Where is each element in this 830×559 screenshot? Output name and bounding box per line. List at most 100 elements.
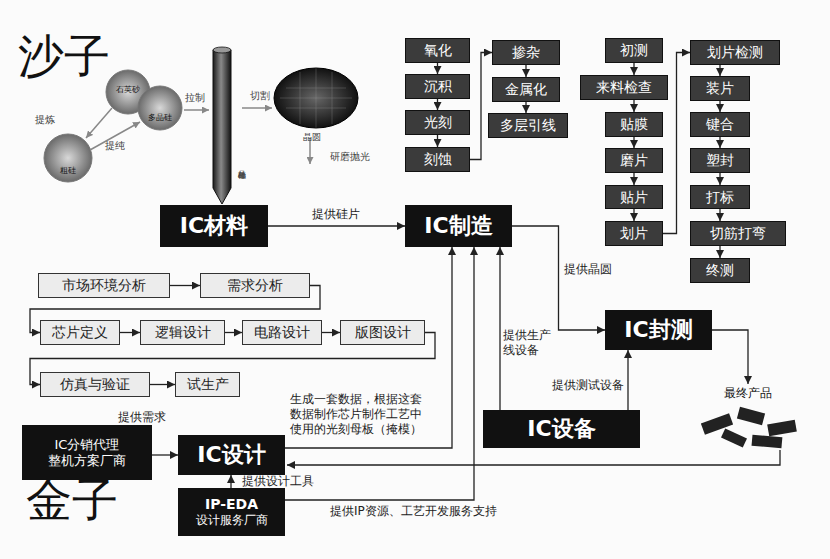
heading-word: 金子 (22, 478, 122, 524)
connector (633, 137, 634, 148)
node-text: 贴片 (620, 189, 648, 206)
chip-image (737, 407, 765, 425)
heading-word: 沙子 (14, 34, 114, 80)
chip-image (721, 428, 747, 447)
wafer-image (274, 68, 358, 128)
node-text: 装片 (706, 80, 734, 97)
design-step: 试生产 (175, 372, 240, 397)
node-text: IC制造 (424, 213, 492, 239)
caption-text: 提纯 (100, 140, 130, 153)
connector (437, 63, 438, 74)
node-text: 芯片定义 (52, 324, 108, 341)
connector (512, 226, 605, 330)
node-text: 初测 (620, 42, 648, 59)
connector (633, 173, 634, 185)
process-step: 终测 (690, 258, 750, 283)
chip-image (752, 435, 783, 449)
product-chips (701, 407, 797, 448)
connector (719, 209, 720, 221)
feedback-line (287, 450, 780, 465)
stage-box: IC设备 (483, 410, 640, 448)
process-step: 贴膜 (605, 112, 663, 137)
node-text: 光刻 (424, 114, 452, 131)
connector (170, 285, 200, 286)
stage-box: IC封测 (605, 310, 712, 350)
process-step: 沉积 (405, 74, 470, 99)
node-text: 需求分析 (227, 277, 283, 294)
edge-label: 提供需求 (110, 410, 174, 425)
process-step: 键合 (690, 112, 750, 137)
process-arrow (184, 109, 209, 111)
caption-text: 提炼 (30, 114, 60, 127)
edge-label: 提供设计工具 (242, 474, 332, 489)
wafer-grid (280, 68, 352, 128)
process-step: 磨片 (605, 148, 663, 173)
connector (719, 173, 720, 185)
connector (470, 53, 492, 160)
connector (285, 247, 452, 448)
process-step: 打标 (690, 185, 750, 209)
stage-box: IC制造 (405, 205, 512, 247)
node-text: 市场环境分析 (62, 277, 146, 294)
design-step: 芯片定义 (40, 320, 120, 345)
connector (120, 332, 140, 333)
design-step: 仿真与验证 (40, 372, 150, 397)
edge-label: 提供生产 线设备 (503, 328, 555, 358)
partner-box: IP-EDA设计服务厂商 (178, 488, 285, 536)
edge-label: 提供晶圆 (564, 262, 624, 277)
caption-text: 切割 (245, 90, 275, 103)
stage-box: IC材料 (160, 205, 268, 247)
process-step: 切筋打弯 (690, 221, 786, 246)
caption-text: 研磨抛光 (320, 151, 380, 164)
connector (285, 247, 474, 500)
node-text: 刻蚀 (424, 151, 452, 168)
node-text: 磨片 (620, 152, 648, 169)
node-text: 金属化 (505, 81, 547, 98)
process-step: 氧化 (405, 38, 470, 63)
edge-label: 生成一套数据，根据这套 数据制作芯片制作工艺中 使用的光刻母板（掩模） (290, 392, 432, 437)
node-text: 塑封 (706, 152, 734, 169)
design-step: 电路设计 (242, 320, 322, 345)
node-text: IC封测 (624, 317, 692, 343)
edge-label: 提供硅片 (296, 207, 376, 222)
connector (268, 225, 405, 226)
process-step: 划片检测 (690, 40, 780, 65)
node-text: 沉积 (424, 78, 452, 95)
connector (627, 350, 628, 410)
node-text: 氧化 (424, 42, 452, 59)
node-text: 贴膜 (620, 116, 648, 133)
connector (633, 209, 634, 221)
node-text: IC设备 (527, 416, 595, 442)
design-step: 需求分析 (200, 273, 310, 298)
caption-text: 石英砂 (108, 85, 148, 95)
connector (719, 65, 720, 76)
product-arrow (712, 330, 748, 384)
node-text: 切筋打弯 (710, 225, 766, 242)
connector (437, 99, 438, 110)
node-text: 版图设计 (355, 324, 411, 341)
crude-silicon-image (44, 134, 92, 182)
caption-text: 粗硅 (48, 166, 88, 176)
connector (525, 102, 526, 113)
connector (633, 100, 634, 112)
caption-text: 拉制 (180, 92, 210, 105)
node-text: 键合 (706, 116, 734, 133)
process-arrow (86, 108, 112, 138)
node-text: 终测 (706, 262, 734, 279)
node-text: 划片检测 (707, 44, 763, 61)
partner-box: IC分销代理 整机方案厂商 (22, 425, 152, 480)
connector (719, 246, 720, 258)
chip-image (767, 420, 797, 437)
silicon-ingot (213, 50, 231, 204)
caption-text: 多晶硅 (140, 113, 180, 123)
process-step: 光刻 (405, 110, 470, 135)
connector (230, 475, 231, 488)
process-step: 塑封 (690, 148, 750, 173)
connector (719, 137, 720, 148)
node-text: 试生产 (187, 376, 229, 393)
node-text: IC设计 (197, 442, 265, 468)
process-step: 金属化 (492, 77, 560, 102)
connector (322, 332, 340, 333)
ingot-cap (213, 47, 231, 53)
